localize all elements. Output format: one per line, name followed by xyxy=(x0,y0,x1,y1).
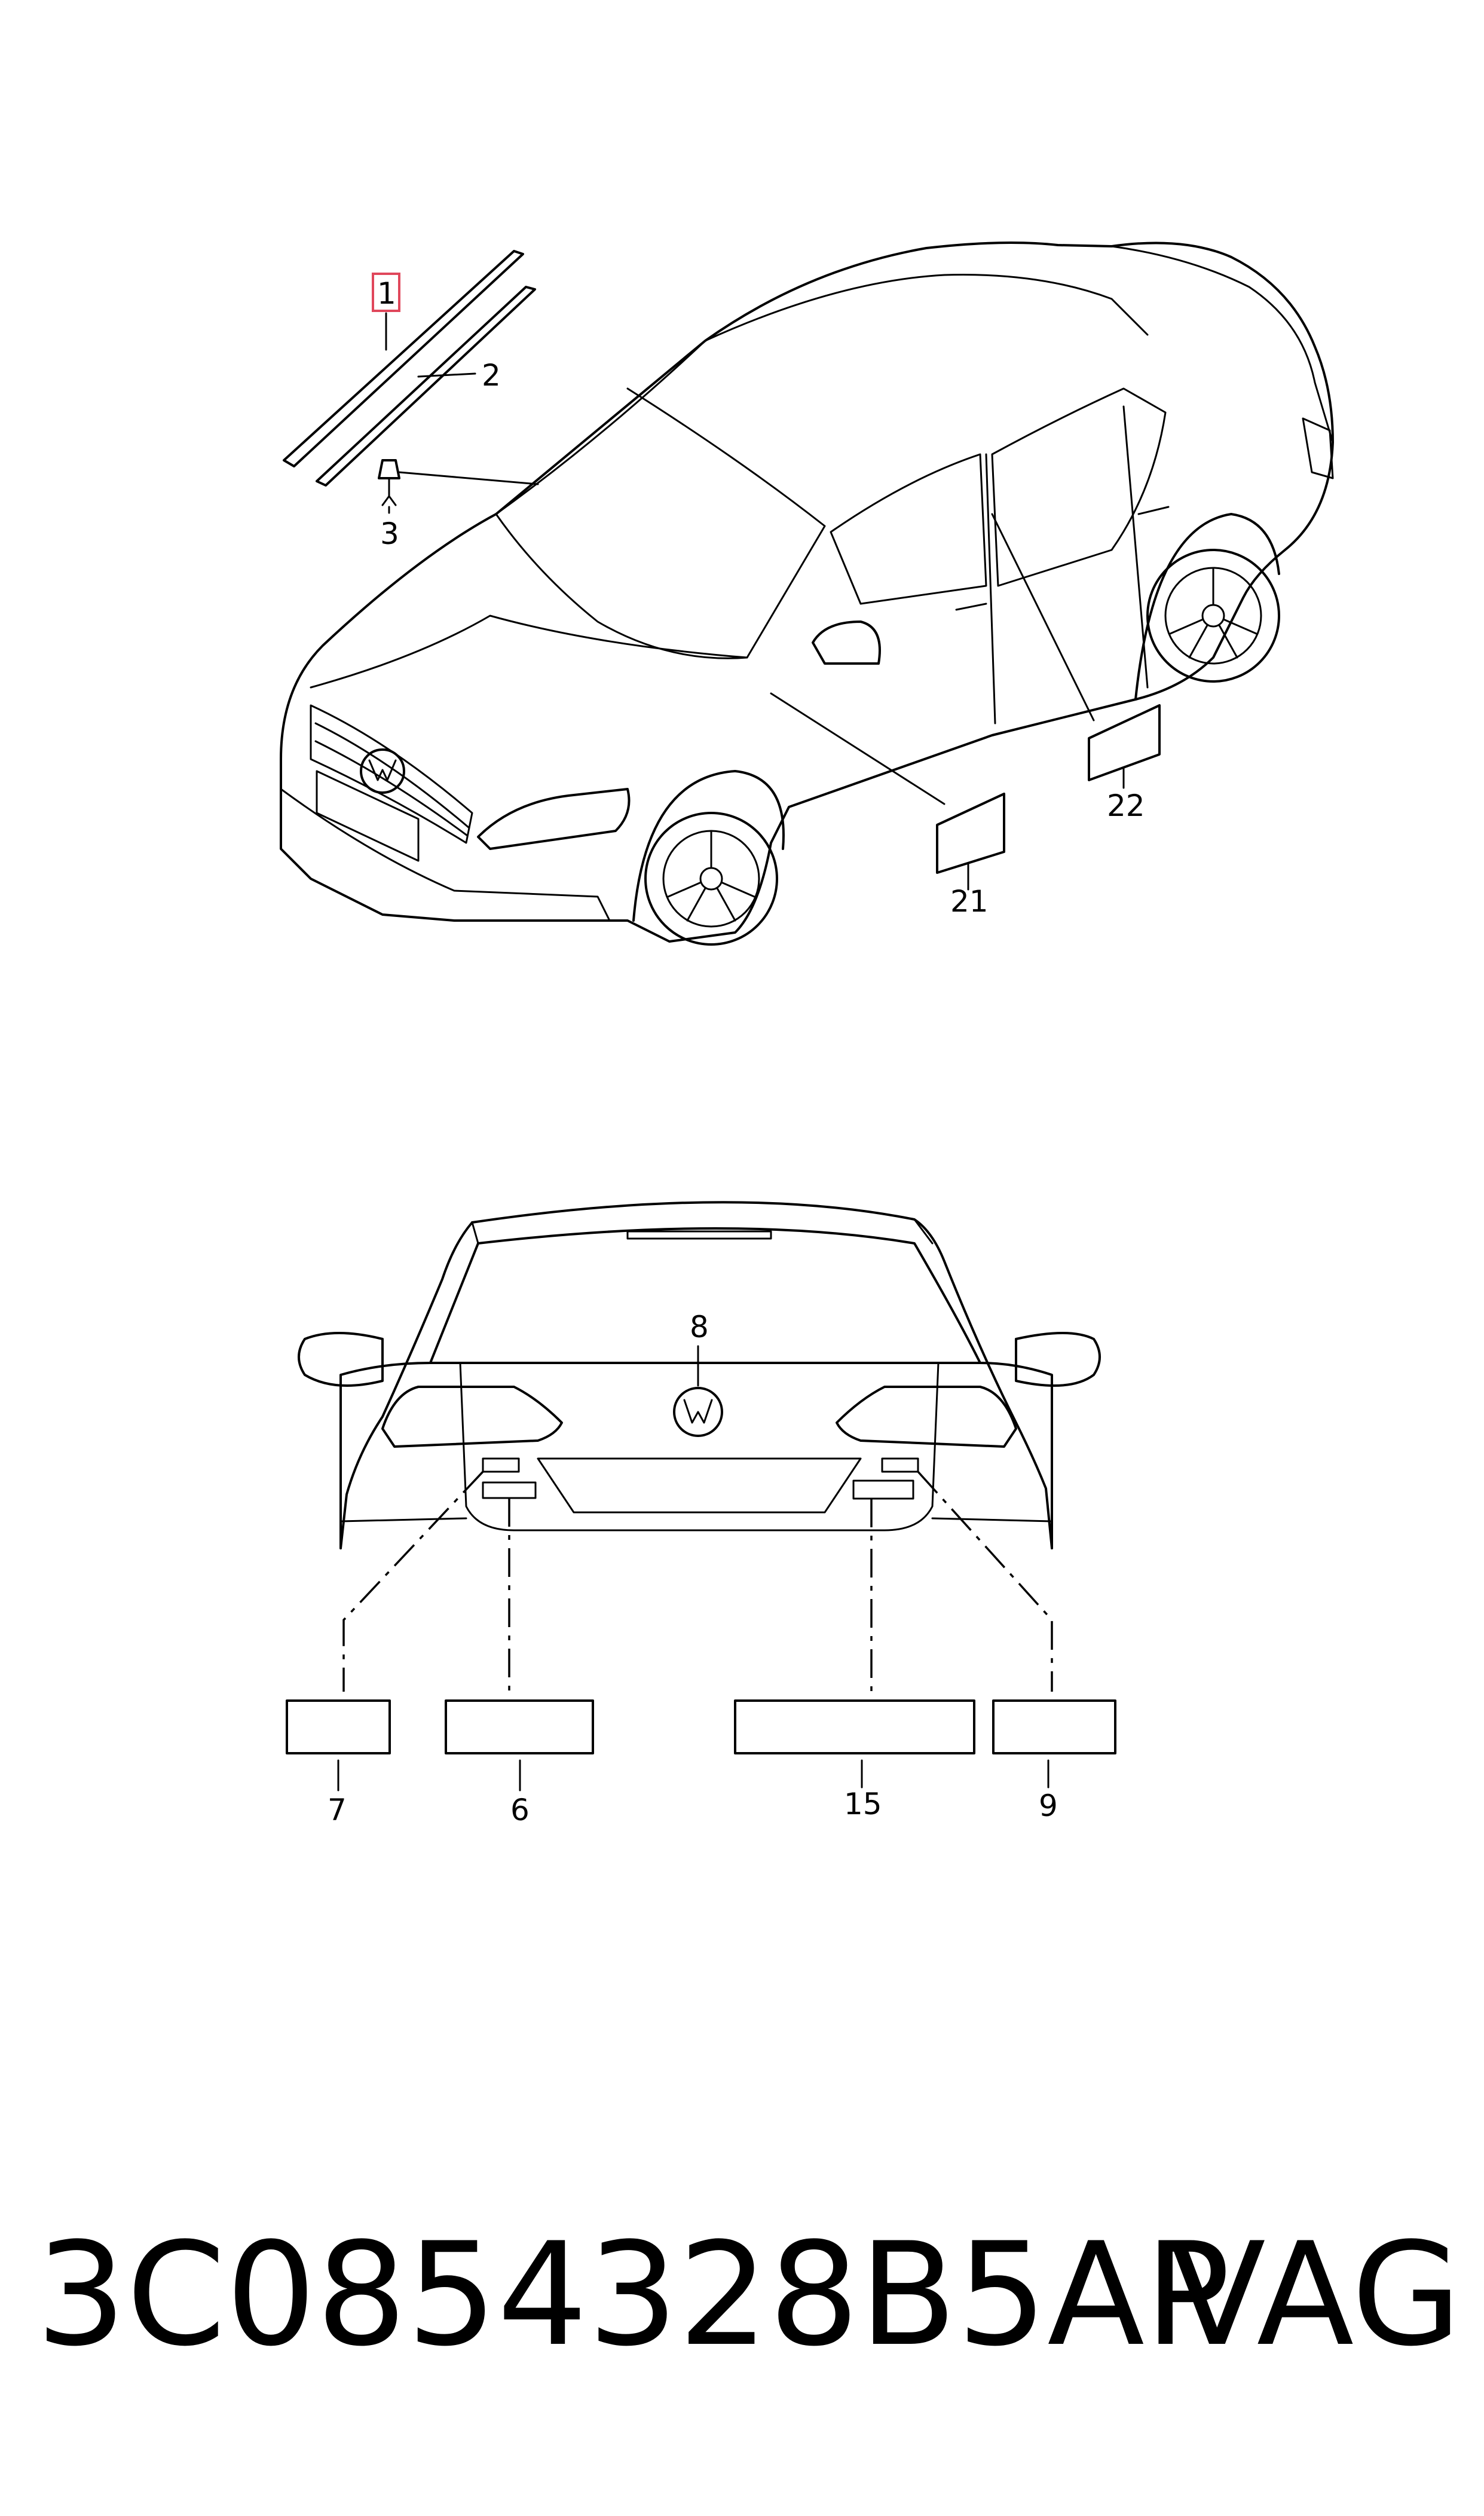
sticker-area-7 xyxy=(482,1457,520,1473)
sticker-area-6 xyxy=(482,1481,537,1499)
callout-22: 22 xyxy=(1107,788,1145,823)
headlight xyxy=(477,788,631,850)
roof-moulding-parts xyxy=(283,250,539,506)
side-window xyxy=(830,453,987,605)
side-mirror xyxy=(812,620,881,665)
rear-bumper-line xyxy=(339,1517,1053,1523)
callout-15: 15 xyxy=(844,1787,882,1821)
roof-moulding-strip xyxy=(283,250,524,467)
third-brake-light xyxy=(626,1230,772,1240)
door-handle xyxy=(955,603,987,611)
rear-roof-outline xyxy=(471,1201,1053,1549)
label-box-9 xyxy=(992,1699,1116,1754)
trunk-lid-line xyxy=(459,1362,940,1531)
leader-line-22-to-car xyxy=(991,513,1095,722)
rear-pillar-left xyxy=(471,1221,479,1245)
roof-line xyxy=(495,274,1149,515)
callout-7: 7 xyxy=(328,1793,347,1827)
rear-lamp xyxy=(1302,417,1334,479)
rear-side-window xyxy=(991,387,1167,587)
rear-pillar-right xyxy=(913,1218,934,1245)
left-tail-light xyxy=(381,1386,563,1448)
rear-window xyxy=(429,1227,981,1364)
callout-21: 21 xyxy=(950,884,989,919)
leader-line-clip xyxy=(398,471,539,485)
callout-8: 8 xyxy=(690,1310,709,1344)
label-box-15 xyxy=(734,1699,975,1754)
sticker-area-15 xyxy=(852,1479,914,1500)
callout-1: 1 xyxy=(377,276,396,311)
grille-bar xyxy=(314,740,469,837)
callout-2: 2 xyxy=(482,358,501,393)
grille-bar xyxy=(314,722,470,829)
front-door-line xyxy=(985,453,996,724)
trunk-lid xyxy=(1110,245,1334,444)
callout-3: 3 xyxy=(380,516,399,551)
front-wheel xyxy=(632,770,785,946)
callout-9: 9 xyxy=(1039,1789,1058,1823)
windshield xyxy=(495,387,826,659)
part-number: 3C0854328B5AP xyxy=(36,2212,1231,2378)
label-box-7 xyxy=(286,1699,391,1754)
door-handle xyxy=(1137,506,1170,515)
leader-line-21-to-car xyxy=(770,692,946,805)
rear-roof-outline-left xyxy=(339,1221,473,1549)
license-plate-recess xyxy=(537,1457,862,1514)
clip-part xyxy=(378,459,400,506)
leader-line-2 xyxy=(417,372,476,378)
right-tail-light xyxy=(836,1386,1017,1448)
label-sticker-21 xyxy=(936,793,1005,874)
rear-vw-logo xyxy=(673,1387,723,1437)
license-plate-area xyxy=(316,770,420,862)
leader-line-7 xyxy=(342,1471,484,1692)
left-mirror xyxy=(298,1332,384,1387)
car-body-outline xyxy=(280,241,1334,943)
car-rear-view xyxy=(298,1201,1101,1549)
label-box-6 xyxy=(445,1699,594,1754)
front-vw-logo xyxy=(360,748,405,794)
callout-1-highlight-box xyxy=(372,273,400,312)
brand-label: VAG xyxy=(1168,2212,1462,2378)
sedan-front-three-quarter-view xyxy=(280,241,1334,946)
footer: 3C0854328B5AP VAG xyxy=(0,2206,1484,2385)
sticker-area-9 xyxy=(881,1457,919,1473)
roof-moulding-trim xyxy=(316,286,536,487)
front-bumper xyxy=(280,788,611,922)
leader-line-9 xyxy=(917,1471,1053,1692)
hood-line xyxy=(310,615,748,689)
callout-6: 6 xyxy=(510,1793,530,1827)
label-sticker-22 xyxy=(1088,704,1161,781)
right-mirror xyxy=(1015,1332,1101,1387)
rear-wheel xyxy=(1134,513,1280,701)
rear-body xyxy=(339,1362,1053,1549)
